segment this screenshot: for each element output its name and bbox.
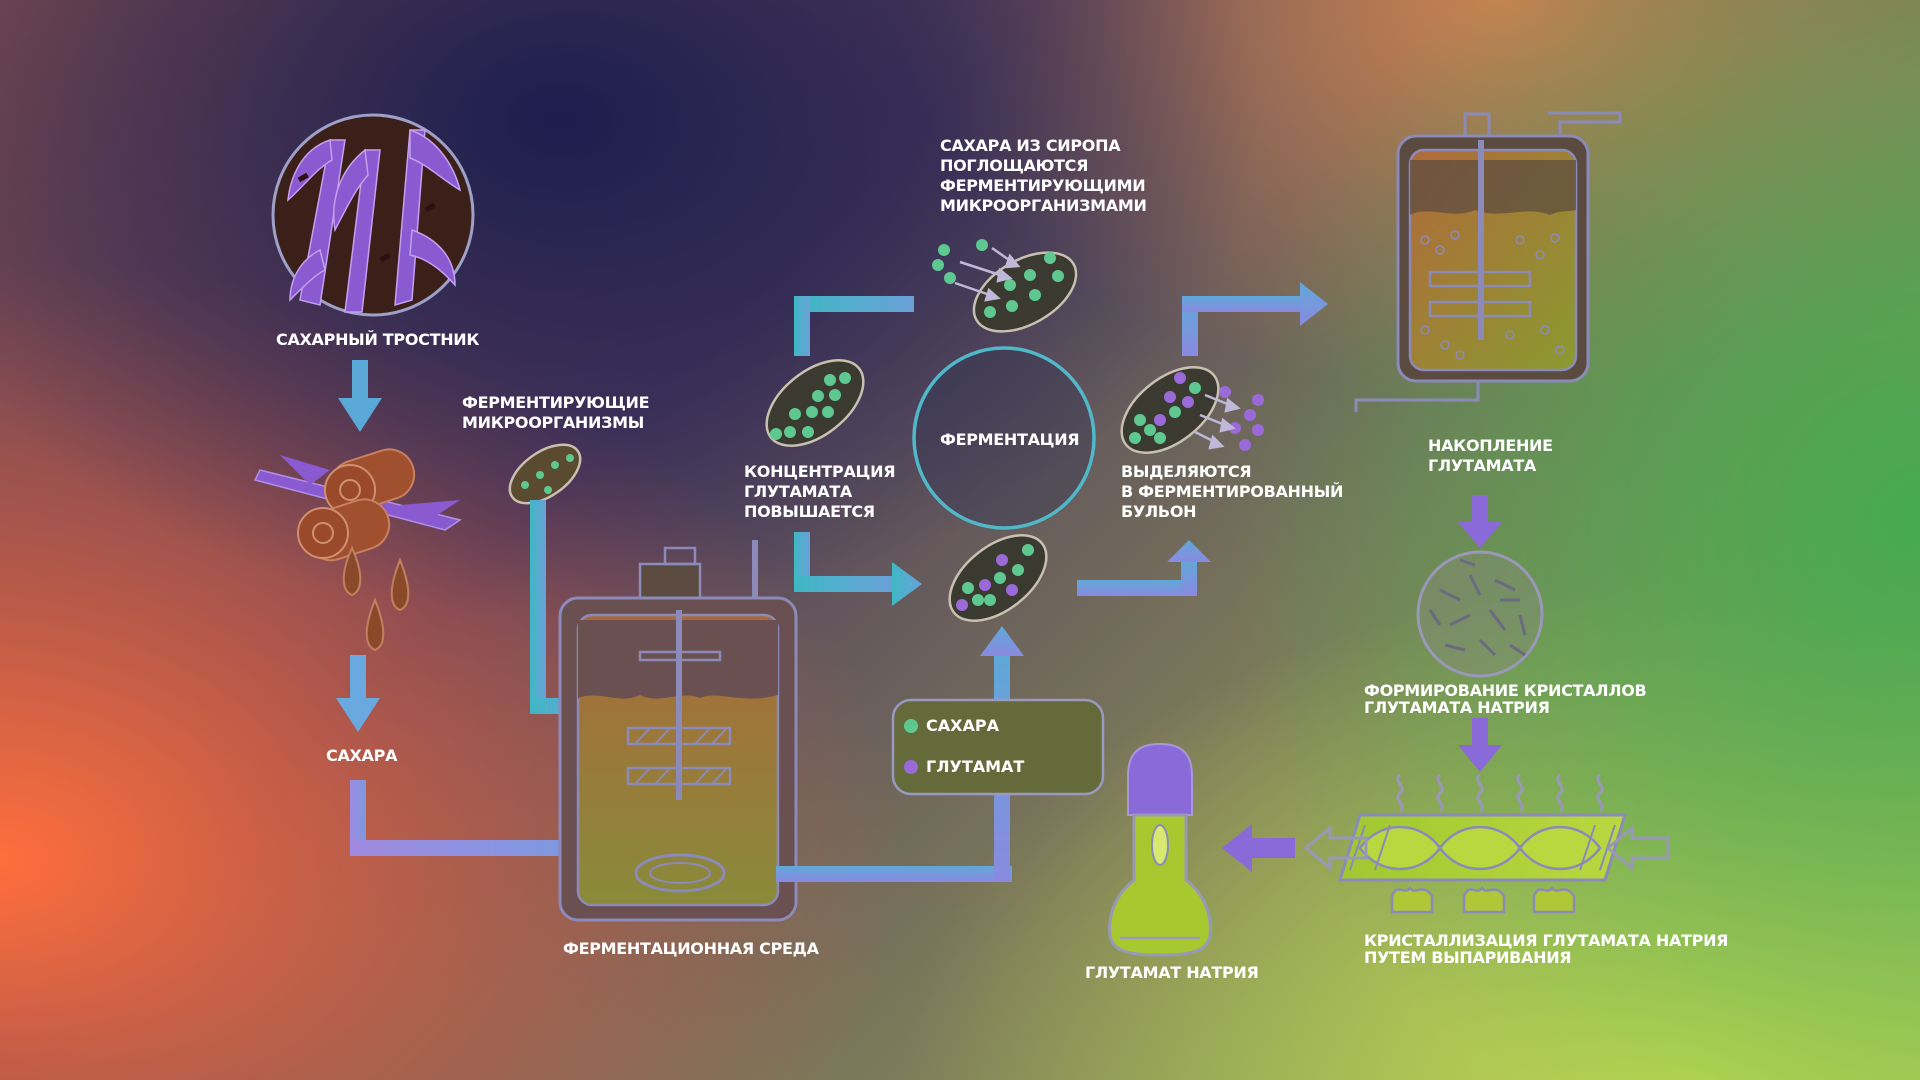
legend-sugar-dot — [904, 719, 918, 733]
press-rollers-icon — [253, 448, 462, 562]
label-sugarcane: САХАРНЫЙ ТРОСТНИК — [276, 330, 480, 349]
bacterium-left-icon — [765, 359, 865, 447]
label-fermentation: ФЕРМЕНТАЦИЯ — [940, 430, 1080, 449]
label-msg: ГЛУТАМАТ НАТРИЯ — [1085, 963, 1259, 982]
arrow-down-2 — [336, 655, 380, 732]
fermenter-tank-icon — [558, 540, 798, 922]
legend-glutamate-label: ГЛУТАМАТ — [926, 757, 1025, 776]
label-absorbed: САХАРА ИЗ СИРОПА ПОГЛОЩАЮТСЯ ФЕРМЕНТИРУЮ… — [940, 136, 1147, 215]
arrow-down-crystals — [1458, 718, 1502, 772]
bacterium-right-icon — [1120, 366, 1264, 454]
bacterium-icon — [508, 443, 582, 505]
sugarcane-icon — [271, 113, 475, 317]
arrow-down-storage — [1458, 495, 1502, 548]
msg-bottle-icon — [1108, 742, 1212, 957]
legend-glutamate-dot — [904, 760, 918, 774]
fermentation-circle — [912, 346, 1096, 530]
label-crystals: ФОРМИРОВАНИЕ КРИСТАЛЛОВ ГЛУТАМАТА НАТРИЯ — [1364, 681, 1647, 717]
storage-tank-icon — [1354, 111, 1622, 412]
arrow-cycle-left — [794, 296, 922, 606]
arrow-down-1 — [338, 360, 382, 432]
label-released: ВЫДЕЛЯЮТСЯ В ФЕРМЕНТИРОВАННЫЙ БУЛЬОН — [1121, 462, 1344, 521]
label-sugars: САХАРА — [326, 746, 398, 765]
evaporator-icon — [1303, 773, 1670, 914]
label-evaporation: КРИСТАЛЛИЗАЦИЯ ГЛУТАМАТА НАТРИЯ ПУТЕМ ВЫ… — [1364, 931, 1729, 967]
arrow-left-bottle — [1222, 824, 1295, 872]
label-accumulation: НАКОПЛЕНИЕ ГЛУТАМАТА — [1428, 436, 1553, 475]
droplets-icon — [342, 545, 410, 652]
legend-box — [891, 698, 1105, 796]
legend-glutamate: ГЛУТАМАТ — [904, 757, 1024, 776]
arrow-cycle-right — [1077, 282, 1328, 596]
label-medium: ФЕРМЕНТАЦИОННАЯ СРЕДА — [563, 939, 819, 958]
legend-sugar-label: САХАРА — [926, 716, 999, 735]
label-concentration: КОНЦЕНТРАЦИЯ ГЛУТАМАТА ПОВЫШАЕТСЯ — [744, 462, 896, 521]
crystal-sphere-icon — [1416, 550, 1544, 678]
legend-sugar: САХАРА — [904, 716, 999, 735]
bacterium-top-icon — [932, 239, 1078, 333]
bacterium-bottom-icon — [948, 534, 1048, 622]
label-microorganisms: ФЕРМЕНТИРУЮЩИЕ МИКРООРГАНИЗМЫ — [462, 393, 650, 432]
